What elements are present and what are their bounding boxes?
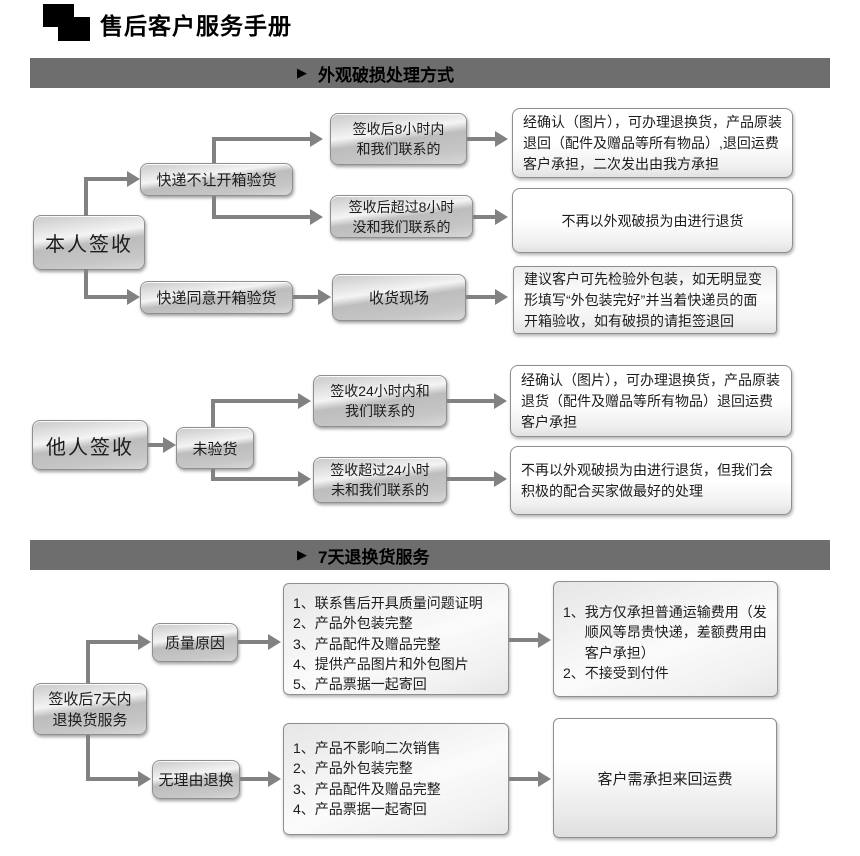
connector-line: [211, 399, 299, 403]
connector-line: [509, 777, 539, 781]
node-not-inspected: 未验货: [176, 427, 254, 469]
arrowhead-icon: [495, 131, 508, 147]
node-other-sign: 他人签收: [32, 420, 148, 470]
arrowhead-icon: [138, 634, 151, 650]
connector-line: [84, 179, 88, 216]
connector-line: [212, 196, 216, 219]
play-icon: ▶: [297, 65, 307, 80]
list-item: 2、产品外包装完整: [293, 760, 413, 777]
arrowhead-icon: [310, 131, 323, 147]
node-over-24h: 签收超过24小时 未和我们联系的: [313, 457, 447, 503]
section-banner-label: 外观破损处理方式: [318, 65, 454, 85]
arrowhead-icon: [138, 771, 151, 787]
arrowhead-icon: [268, 771, 281, 787]
node-self-sign: 本人签收: [33, 215, 145, 270]
result-no-reason: 客户需承担来回运费: [553, 718, 777, 838]
arrowhead-icon: [494, 393, 507, 409]
arrowhead-icon: [538, 771, 551, 787]
list-item: 1、产品不影响二次销售: [293, 740, 441, 756]
list-item: 4、提供产品图片和外包图片: [293, 655, 469, 672]
arrowhead-icon: [495, 209, 508, 225]
arrowhead-icon: [298, 393, 311, 409]
list-item: 1、联系售后开具质量问题证明: [293, 595, 483, 611]
result-over-24h: 不再以外观破损为由进行退货，但我们会积极的配合买家做最好的处理: [510, 446, 792, 515]
section-banner-appearance: ▶ 外观破损处理方式: [30, 58, 830, 88]
connector-line: [473, 215, 496, 219]
no-reason-requirements-list: 1、产品不影响二次销售 2、产品外包装完整 3、产品配件及赠品完整 4、产品票据…: [283, 723, 509, 835]
logo-square-icon: [58, 17, 90, 41]
connector-line: [86, 735, 90, 781]
arrowhead-icon: [495, 289, 508, 305]
list-item: 5、产品票据一起寄回: [293, 676, 427, 693]
node-quality-reason: 质量原因: [152, 623, 238, 662]
arrowhead-icon: [318, 289, 331, 305]
connector-line: [466, 295, 496, 299]
list-item: 3、产品配件及赠品完整: [293, 780, 441, 797]
arrowhead-icon: [494, 471, 507, 487]
node-seven-days: 签收后7天内 退换货服务: [33, 683, 147, 735]
connector-line: [148, 443, 165, 447]
list-item: 4、产品票据一起寄回: [293, 800, 427, 817]
node-courier-agree: 快递同意开箱验货: [140, 281, 293, 314]
arrowhead-icon: [127, 171, 140, 187]
connector-line: [447, 399, 495, 403]
list-item: 2、不接受到付件: [563, 664, 669, 681]
node-within-24h: 签收24小时内和 我们联系的: [313, 375, 447, 427]
node-over-8h: 签收后超过8小时 没和我们联系的: [330, 195, 473, 238]
play-icon: ▶: [297, 547, 307, 562]
connector-line: [467, 137, 496, 141]
connector-line: [86, 642, 90, 683]
connector-line: [211, 469, 215, 481]
arrowhead-icon: [268, 634, 281, 650]
arrowhead-icon: [163, 437, 176, 453]
quality-shipping-terms: 1、我方仅承担普通运输费用（发顺风等昂贵快递，差额费用由客户承担） 2、不接受到…: [553, 581, 778, 697]
connector-line: [240, 777, 269, 781]
quality-requirements-list: 1、联系售后开具质量问题证明 2、产品外包装完整 3、产品配件及赠品完整 4、提…: [283, 583, 509, 695]
node-within-8h: 签收后8小时内 和我们联系的: [330, 113, 467, 165]
node-no-reason: 无理由退换: [152, 760, 240, 799]
connector-line: [84, 177, 127, 181]
connector-line: [212, 137, 312, 141]
connector-line: [84, 295, 127, 299]
section-banner-label: 7天退换货服务: [318, 547, 430, 567]
connector-line: [212, 137, 216, 163]
connector-line: [238, 640, 269, 644]
list-item: 3、产品配件及赠品完整: [293, 635, 441, 652]
connector-line: [86, 640, 138, 644]
section-banner-return: ▶ 7天退换货服务: [30, 540, 830, 570]
connector-line: [509, 638, 539, 642]
connector-line: [86, 777, 138, 781]
node-courier-refuse: 快递不让开箱验货: [140, 163, 293, 196]
result-over-8h: 不再以外观破损为由进行退货: [512, 188, 793, 253]
connector-line: [293, 295, 319, 299]
result-within-8h: 经确认（图片），可办理退换货，产品原装退回（配件及赠品等所有物品）,退回运费客户…: [512, 108, 793, 178]
connector-line: [447, 477, 495, 481]
list-item: 1、我方仅承担普通运输费用（发顺风等昂贵快递，差额费用由客户承担）: [563, 604, 767, 661]
arrowhead-icon: [538, 632, 551, 648]
connector-line: [212, 215, 312, 219]
connector-line: [84, 269, 88, 299]
arrowhead-icon: [127, 289, 140, 305]
connector-line: [211, 401, 215, 427]
result-within-24h: 经确认（图片），可办理退换货，产品原装退货（配件及赠品等所有物品）退回运费客户承…: [510, 365, 792, 437]
list-item: 2、产品外包装完整: [293, 615, 413, 632]
connector-line: [211, 477, 299, 481]
node-receiving-site: 收货现场: [332, 274, 466, 321]
arrowhead-icon: [310, 209, 323, 225]
page-title: 售后客户服务手册: [100, 13, 292, 39]
arrowhead-icon: [298, 471, 311, 487]
result-receiving-site: 建议客户可先检验外包装，如无明显变形填写“外包装完好”并当着快递员的面开箱验收，…: [513, 266, 777, 334]
